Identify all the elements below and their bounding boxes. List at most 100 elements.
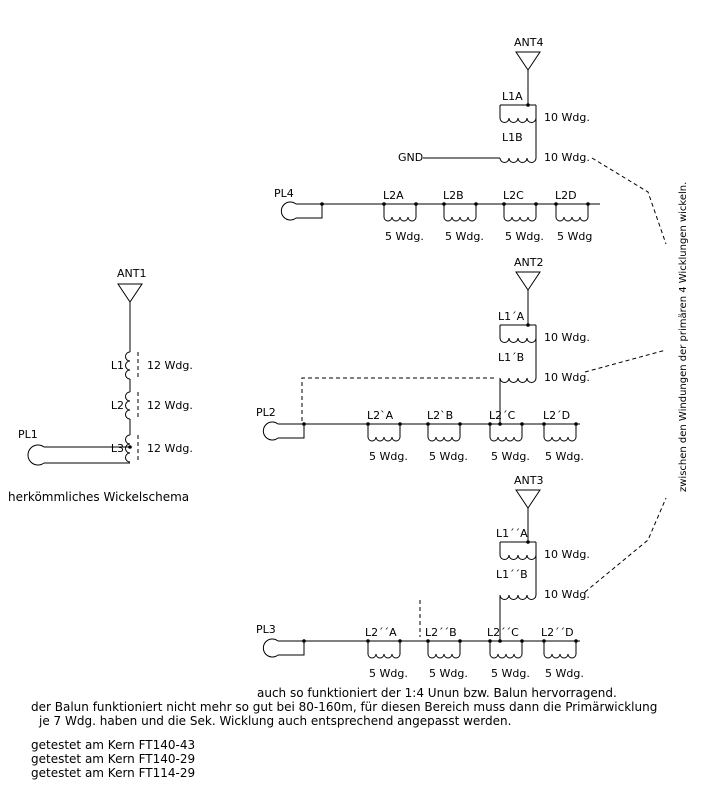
junction-dot bbox=[488, 639, 492, 643]
coil-l1a bbox=[499, 105, 537, 123]
leader-top-dashed bbox=[591, 157, 667, 245]
winding-l2pc bbox=[489, 424, 523, 442]
gnd-label: GND bbox=[398, 151, 423, 164]
winding-l2pa bbox=[367, 424, 401, 442]
coil-l1ppa bbox=[499, 542, 537, 560]
junction-dot bbox=[520, 422, 524, 426]
coil-l1pa-label: L1´A bbox=[498, 310, 525, 323]
pl1-label: PL1 bbox=[18, 428, 38, 441]
winding-l2pc-turns: 5 Wdg. bbox=[491, 450, 530, 463]
winding-l2a bbox=[383, 204, 417, 222]
winding-l2ppa-label: L2´´A bbox=[365, 626, 397, 639]
junction-dot bbox=[554, 202, 558, 206]
junction-dot bbox=[520, 639, 524, 643]
junction-dot bbox=[442, 202, 446, 206]
junction-dot bbox=[574, 422, 578, 426]
winding-l2ppb bbox=[427, 641, 461, 659]
coil-l1a-turns: 10 Wdg. bbox=[544, 111, 590, 124]
winding-l2ppd bbox=[543, 641, 577, 659]
tested-core-2: getestet am Kern FT140-29 bbox=[31, 752, 195, 766]
junction-dot bbox=[458, 422, 462, 426]
coil-l1ppb-label: L1´´B bbox=[496, 568, 528, 581]
coil-l1pb bbox=[499, 365, 537, 383]
pl3-label: PL3 bbox=[256, 623, 276, 636]
junction-dot bbox=[382, 202, 386, 206]
annotations: zwischen den Windungen der primären 4 Wi… bbox=[584, 157, 689, 593]
junction-dot bbox=[474, 202, 478, 206]
circuit-ant4: ANT4 L1A 10 Wdg. L1B 10 Wdg. GND PL4 L2A… bbox=[274, 36, 600, 243]
coil-l1pb-label: L1´B bbox=[498, 351, 524, 364]
winding-l2ppb-turns: 5 Wdg. bbox=[429, 667, 468, 680]
tested-core-3: getestet am Kern FT114-29 bbox=[31, 766, 195, 780]
winding-l2pb-turns: 5 Wdg. bbox=[429, 450, 468, 463]
coil-l1b-turns: 10 Wdg. bbox=[544, 151, 590, 164]
antenna-wire bbox=[500, 508, 536, 543]
junction-dot bbox=[586, 202, 590, 206]
winding-l2b-label: L2B bbox=[443, 189, 464, 202]
ant1-label: ANT1 bbox=[117, 267, 146, 280]
antenna-icon bbox=[515, 489, 541, 509]
pl4-connector-icon bbox=[280, 201, 297, 221]
junction-dot bbox=[398, 639, 402, 643]
junction-dot bbox=[502, 202, 506, 206]
junction-dot bbox=[526, 540, 530, 544]
winding-l2ppa bbox=[367, 641, 401, 659]
coil-l1-label: L1 bbox=[111, 359, 124, 372]
winding-l2a-label: L2A bbox=[383, 189, 404, 202]
row-return-wire bbox=[278, 424, 305, 439]
junction-dot bbox=[526, 323, 530, 327]
winding-l2b bbox=[443, 204, 477, 222]
junction-dot bbox=[426, 639, 430, 643]
leader-bottom-dashed bbox=[584, 497, 667, 593]
coil-l1pa bbox=[499, 325, 537, 343]
junction-dot bbox=[302, 422, 306, 426]
winding-l2pa-turns: 5 Wdg. bbox=[369, 450, 408, 463]
coil-l1pb-turns: 10 Wdg. bbox=[544, 371, 590, 384]
antenna-icon bbox=[515, 271, 541, 291]
antenna-icon bbox=[515, 51, 541, 71]
winding-l2pa-label: L2`A bbox=[367, 409, 394, 422]
junction-dot bbox=[534, 202, 538, 206]
winding-l2d bbox=[555, 204, 589, 222]
winding-l2pd-label: L2´D bbox=[543, 409, 570, 422]
junction-dot bbox=[414, 202, 418, 206]
coil-l1pa-turns: 10 Wdg. bbox=[544, 331, 590, 344]
winding-l2ppc bbox=[489, 641, 523, 659]
note-line-3: je 7 Wdg. haben und die Sek. Wicklung au… bbox=[38, 714, 511, 728]
winding-l2ppd-turns: 5 Wdg. bbox=[545, 667, 584, 680]
bottom-notes: auch so funktioniert der 1:4 Unun bzw. B… bbox=[31, 686, 657, 780]
circuit-ant3: ANT3 L1´´A 10 Wdg. L1´´B 10 Wdg. PL3 L2´… bbox=[256, 474, 590, 680]
coil-l1b bbox=[499, 145, 537, 163]
coil-l1ppb-turns: 10 Wdg. bbox=[544, 588, 590, 601]
winding-l2ppc-turns: 5 Wdg. bbox=[491, 667, 530, 680]
ant4-label: ANT4 bbox=[514, 36, 543, 49]
junction-dot bbox=[128, 445, 132, 449]
winding-l2pb-label: L2`B bbox=[427, 409, 453, 422]
tested-core-1: getestet am Kern FT140-43 bbox=[31, 738, 195, 752]
row-return-wire bbox=[296, 204, 323, 219]
junction-dot bbox=[398, 422, 402, 426]
circuit-ant2: ANT2 L1´A 10 Wdg. L1´B 10 Wdg. PL2 L2`A … bbox=[256, 256, 590, 463]
junction-dot bbox=[366, 422, 370, 426]
coil-l2-label: L2 bbox=[111, 399, 124, 412]
row-return-wire bbox=[278, 641, 305, 656]
note-line-1: auch so funktioniert der 1:4 Unun bzw. B… bbox=[257, 686, 617, 700]
left-circuit-caption: herkömmliches Wickelschema bbox=[8, 490, 189, 504]
pl4-label: PL4 bbox=[274, 187, 294, 200]
winding-l2c-turns: 5 Wdg. bbox=[505, 230, 544, 243]
winding-l2b-turns: 5 Wdg. bbox=[445, 230, 484, 243]
pl3-connector-icon bbox=[262, 638, 279, 658]
junction-dot bbox=[542, 422, 546, 426]
junction-dot bbox=[542, 639, 546, 643]
winding-l2d-label: L2D bbox=[555, 189, 577, 202]
coil-l1ppb bbox=[499, 582, 537, 600]
ant3-label: ANT3 bbox=[514, 474, 543, 487]
leader-middle-dashed bbox=[584, 349, 667, 373]
junction-dot bbox=[366, 639, 370, 643]
coil-l1ppa-turns: 10 Wdg. bbox=[544, 548, 590, 561]
ant2-label: ANT2 bbox=[514, 256, 543, 269]
winding-l2pb bbox=[427, 424, 461, 442]
pl2-label: PL2 bbox=[256, 406, 276, 419]
